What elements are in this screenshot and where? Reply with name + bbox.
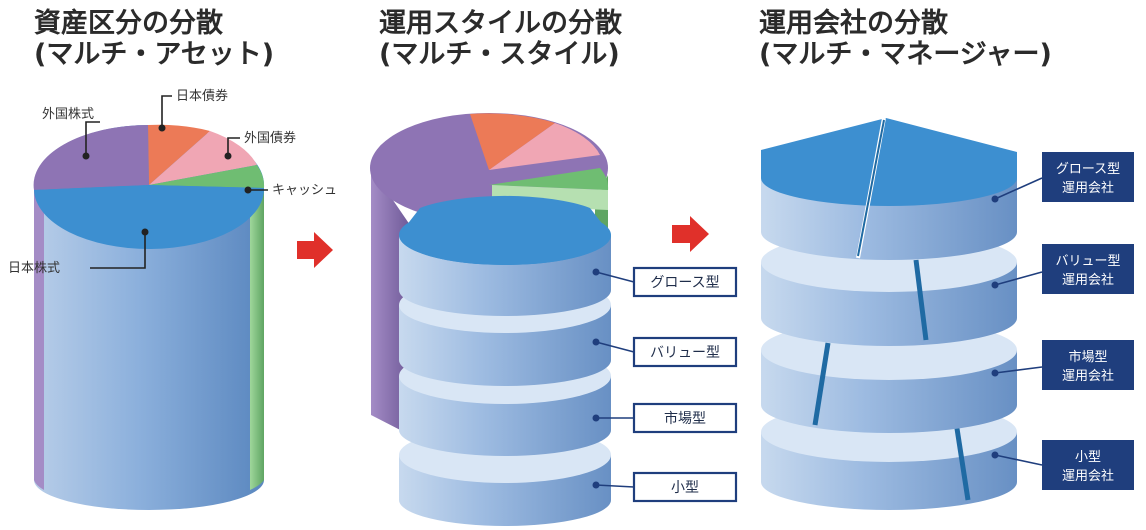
- cylinder2-slice-japan-bond: [470, 113, 555, 170]
- manager-label-small-line1: 小型: [1075, 450, 1101, 465]
- label-japan-bond: 日本債券: [176, 88, 228, 104]
- manager-cylinder: グロース型 運用会社 バリュー型 運用会社 市場型 運用会社 小型 運用会社: [761, 117, 1134, 510]
- cylinder2-slice-cash: [489, 168, 609, 190]
- label-foreign-stock: 外国株式: [42, 107, 94, 122]
- manager-title: 運用会社の分散 (マルチ・マネージャー): [759, 8, 1052, 70]
- manager-label-market-line1: 市場型: [1068, 349, 1107, 365]
- slice-japan-bond: [148, 124, 210, 185]
- label-cash: キャッシュ: [272, 183, 337, 198]
- slice-cash: [149, 165, 265, 188]
- asset-title: 資産区分の分散 (マルチ・アセット): [34, 8, 274, 70]
- m-disk-value-split: [913, 259, 929, 341]
- style-title-line1: 運用スタイルの分散: [379, 8, 622, 39]
- disk-growth-top-face: [399, 195, 611, 265]
- cylinder1-stock-side: [34, 185, 44, 490]
- manager-title-line1: 運用会社の分散: [759, 8, 948, 39]
- manager-label-small-line2: 運用会社: [1062, 468, 1114, 484]
- m-disk-market-split: [812, 342, 831, 426]
- style-label-market: 市場型: [664, 410, 706, 427]
- manager-label-value-line1: バリュー型: [1055, 254, 1120, 269]
- slice-japan-stock: [34, 185, 265, 249]
- manager-title-line2: (マルチ・マネージャー): [759, 39, 1052, 70]
- asset-title-line1: 資産区分の分散: [34, 8, 223, 39]
- cylinder1-body: [34, 185, 264, 510]
- style-label-small: 小型: [671, 480, 699, 496]
- label-japan-stock: 日本株式: [8, 261, 60, 276]
- asset-title-line2: (マルチ・アセット): [34, 39, 275, 70]
- manager-label-market-line2: 運用会社: [1062, 368, 1114, 384]
- manager-label-value-line2: 運用会社: [1062, 272, 1114, 288]
- slice-foreign-stock: [33, 125, 149, 190]
- cylinder2-slice-foreign-bond: [489, 123, 600, 170]
- style-title: 運用スタイルの分散 (マルチ・スタイル): [379, 8, 622, 70]
- manager-label-growth-line2: 運用会社: [1062, 180, 1114, 196]
- style-title-line2: (マルチ・スタイル): [379, 39, 620, 70]
- style-cylinder: グロース型 バリュー型 市場型 小型: [370, 113, 738, 526]
- right-arrow-icon: [672, 216, 709, 252]
- style-label-value: バリュー型: [650, 345, 720, 361]
- slice-foreign-bond: [149, 131, 257, 185]
- m-disk-growth-top: [761, 118, 1017, 206]
- label-foreign-bond: 外国債券: [244, 130, 296, 146]
- right-arrow-icon: [297, 232, 333, 268]
- manager-label-growth-line1: グロース型: [1056, 162, 1120, 177]
- asset-cylinder: 外国株式 日本債券 外国債券 キャッシュ 日本株式: [8, 88, 337, 510]
- m-disk-growth-split-inner: [857, 119, 885, 257]
- style-label-growth: グロース型: [650, 275, 719, 291]
- m-disk-small-split: [953, 421, 971, 501]
- cylinder1-cash-side: [250, 185, 264, 490]
